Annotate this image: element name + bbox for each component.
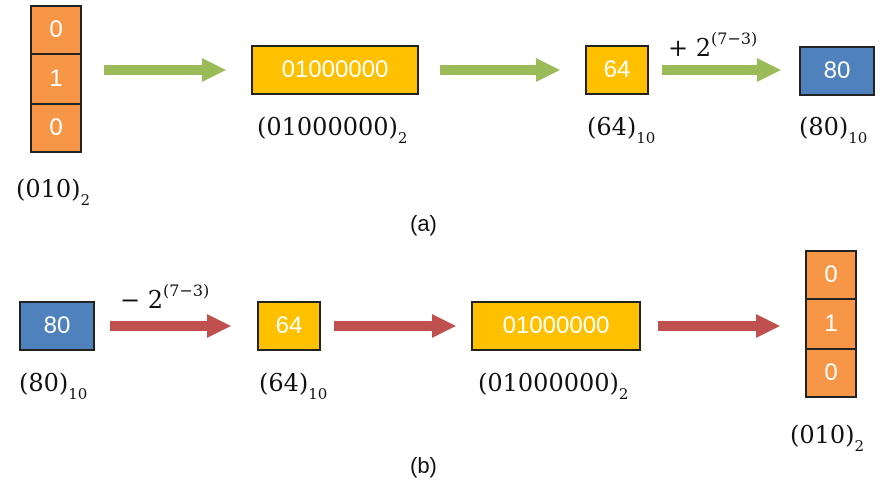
arrow-b2: [334, 314, 456, 338]
decimal-box-a: 64: [585, 45, 649, 95]
operation-add: + 2(7−3): [668, 29, 758, 62]
binary-box-b: 01000000: [471, 301, 641, 351]
decimal-box-b: 64: [257, 301, 321, 351]
arrow-b3: [658, 314, 780, 338]
binary-label-a: (01000000)2: [257, 113, 408, 147]
bit-cell: 0: [30, 103, 82, 153]
binary-box-a: 01000000: [251, 45, 419, 95]
bit-cell: 0: [30, 5, 82, 55]
arrows-a: [104, 58, 781, 82]
caption-a: (a): [410, 211, 437, 236]
result-box-a: 80: [799, 46, 875, 96]
bit-cell: 1: [805, 298, 857, 350]
arrows-b: [110, 314, 780, 338]
start-box-b: 80: [19, 301, 95, 351]
arrow-b1: [110, 314, 231, 338]
decimal-label-a: (64)10: [587, 113, 656, 147]
stack-b-label: (010)2: [790, 421, 865, 455]
stack-a-label: (010)2: [16, 175, 91, 209]
operation-subtract: − 2(7−3): [120, 281, 210, 314]
bit-cell: 0: [805, 250, 857, 300]
arrow-a2: [440, 58, 560, 82]
bit-cell: 0: [805, 348, 857, 398]
decimal-label-b: (64)10: [259, 369, 328, 403]
binary-label-b: (01000000)2: [478, 369, 629, 403]
caption-b: (b): [410, 453, 437, 478]
bit-cell: 1: [30, 53, 82, 105]
result-label-a: (80)10: [799, 113, 868, 147]
arrow-a3: [662, 58, 781, 82]
arrow-a1: [104, 58, 226, 82]
start-label-b: (80)10: [19, 369, 88, 403]
